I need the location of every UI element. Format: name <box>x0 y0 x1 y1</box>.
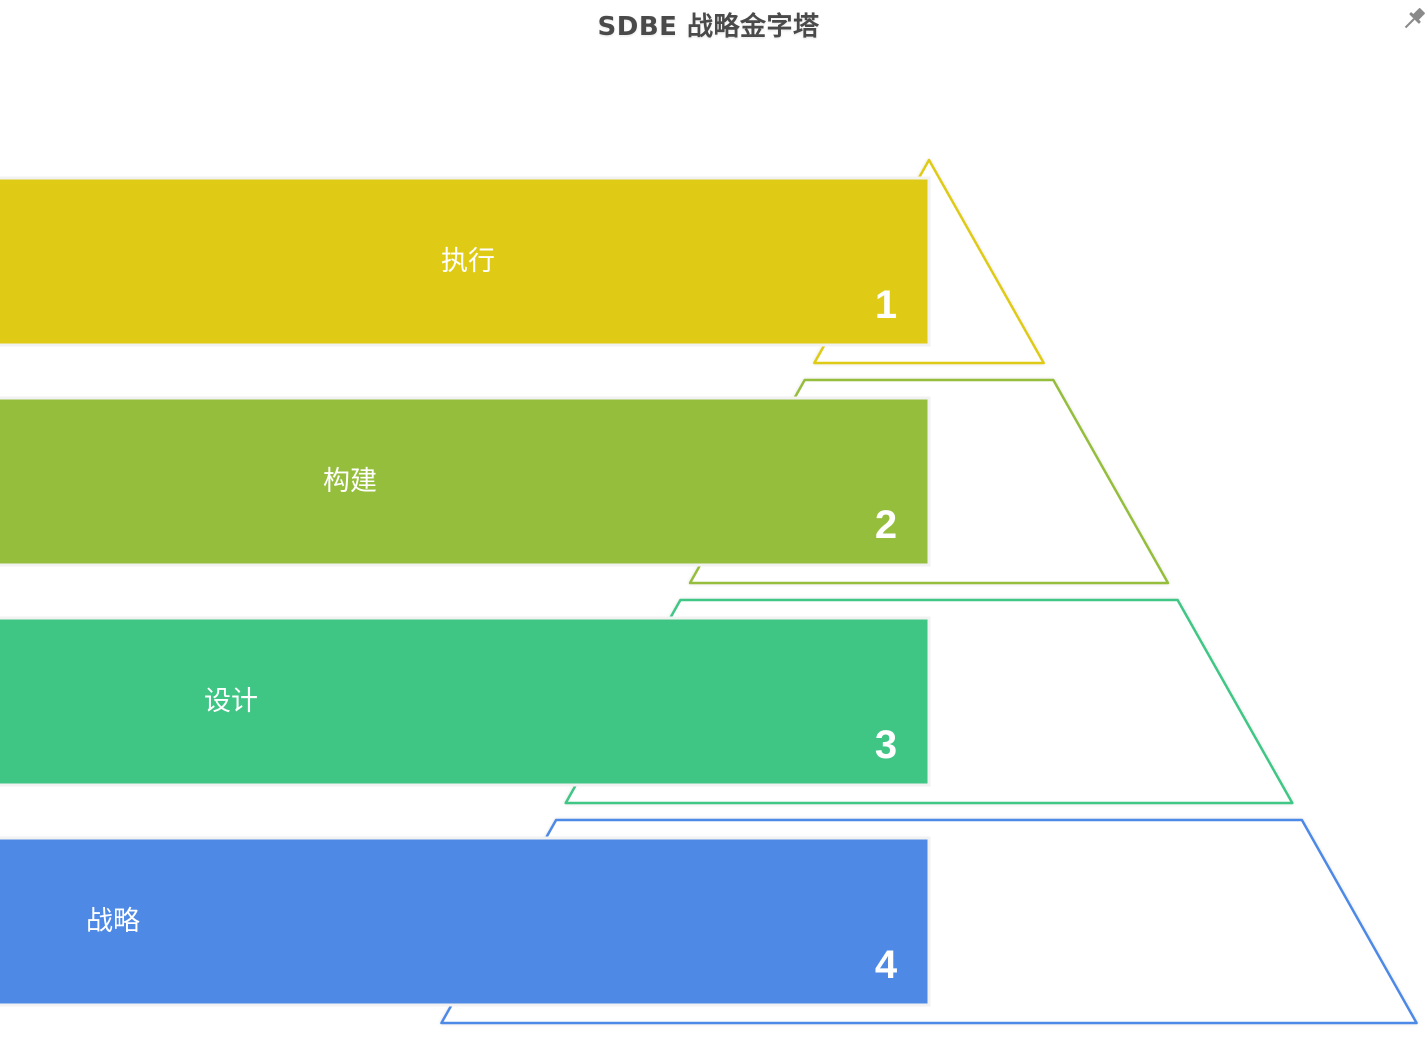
level-number: 1 <box>875 283 897 327</box>
level-bar-2[interactable] <box>0 396 931 567</box>
level-number: 3 <box>875 723 897 767</box>
level-label: 构建 <box>323 466 377 497</box>
level-bar-1[interactable] <box>0 176 931 347</box>
level-label: 执行 <box>441 246 495 277</box>
level-number: 4 <box>875 943 898 987</box>
level-number: 2 <box>875 503 897 547</box>
level-label: 战略 <box>86 906 140 937</box>
level-label: 设计 <box>204 686 258 717</box>
level-bar-3[interactable] <box>0 616 931 787</box>
pin-icon[interactable] <box>1403 4 1425 34</box>
page-title: SDBE 战略金字塔 <box>597 12 820 42</box>
level-bar-4[interactable] <box>0 836 931 1007</box>
